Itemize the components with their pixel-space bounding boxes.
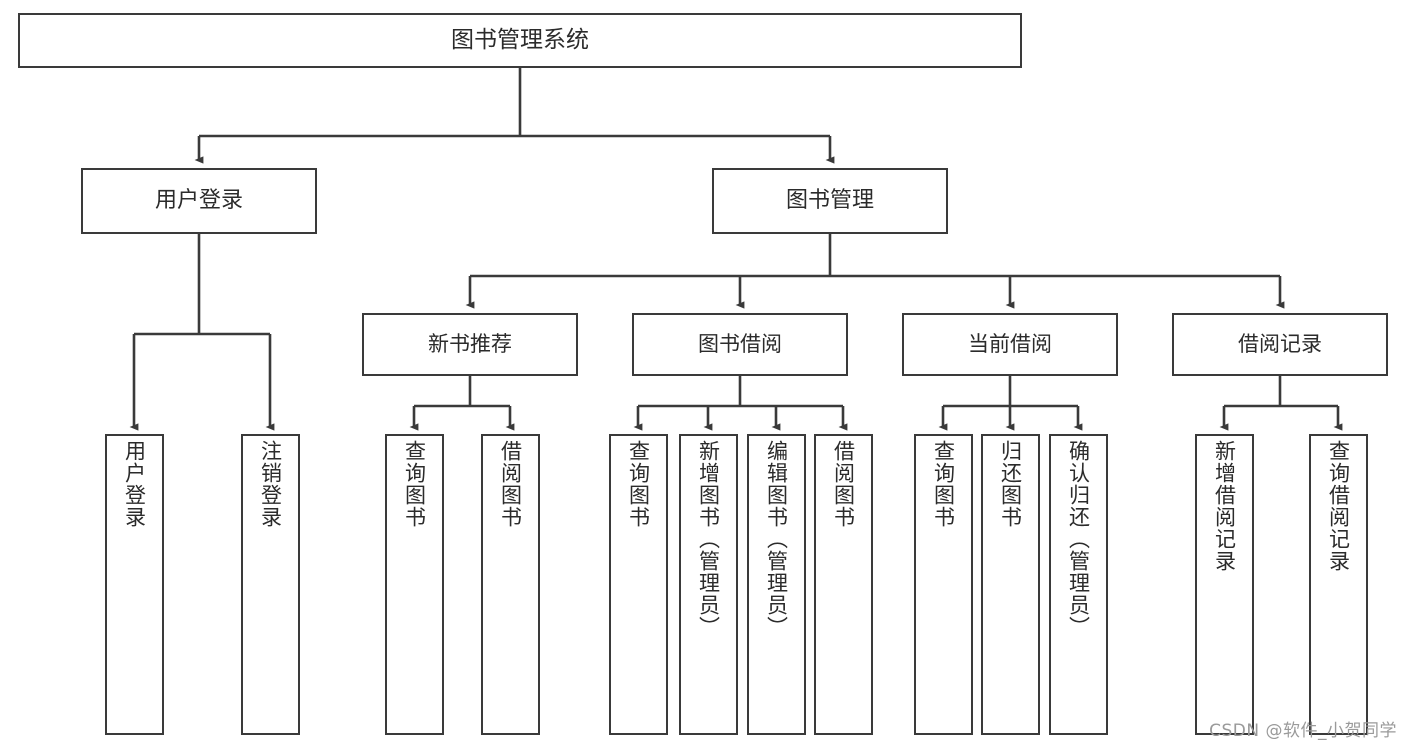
node-label: 查询图书 xyxy=(626,440,651,528)
leaf-edit-book[interactable]: 编辑图书（管理员） xyxy=(747,434,806,735)
leaf-query-book-current[interactable]: 查询图书 xyxy=(914,434,973,735)
node-user-login[interactable]: 用户登录 xyxy=(81,168,317,234)
leaf-confirm-return[interactable]: 确认归还（管理员） xyxy=(1049,434,1108,735)
node-label: 图书借阅 xyxy=(698,332,782,357)
node-label: 编辑图书（管理员） xyxy=(764,440,789,638)
node-label: 借阅记录 xyxy=(1238,332,1322,357)
node-new-book-recommend[interactable]: 新书推荐 xyxy=(362,313,578,376)
watermark-text: CSDN @软件_小贺同学 xyxy=(1209,721,1397,741)
leaf-add-book[interactable]: 新增图书（管理员） xyxy=(679,434,738,735)
node-borrow-record[interactable]: 借阅记录 xyxy=(1172,313,1388,376)
node-book-management[interactable]: 图书管理 xyxy=(712,168,948,234)
node-root-system[interactable]: 图书管理系统 xyxy=(18,13,1022,68)
node-label: 图书管理 xyxy=(785,188,874,214)
leaf-borrow-book-recommend[interactable]: 借阅图书 xyxy=(481,434,540,735)
node-label: 查询图书 xyxy=(931,440,956,528)
node-label: 借阅图书 xyxy=(498,440,523,528)
node-label: 注销登录 xyxy=(258,440,283,528)
leaf-add-borrow-record[interactable]: 新增借阅记录 xyxy=(1195,434,1254,735)
node-label: 用户登录 xyxy=(122,440,147,528)
leaf-query-book-borrow[interactable]: 查询图书 xyxy=(609,434,668,735)
node-label: 用户登录 xyxy=(154,188,243,214)
node-label: 借阅图书 xyxy=(831,440,856,528)
leaf-logout[interactable]: 注销登录 xyxy=(241,434,300,735)
node-label: 新增借阅记录 xyxy=(1212,440,1237,572)
node-label: 确认归还（管理员） xyxy=(1066,440,1091,638)
node-label: 查询图书 xyxy=(402,440,427,528)
node-current-borrow[interactable]: 当前借阅 xyxy=(902,313,1118,376)
leaf-return-book[interactable]: 归还图书 xyxy=(981,434,1040,735)
node-label: 归还图书 xyxy=(998,440,1023,528)
leaf-query-borrow-record[interactable]: 查询借阅记录 xyxy=(1309,434,1368,735)
node-label: 查询借阅记录 xyxy=(1326,440,1351,572)
node-label: 当前借阅 xyxy=(968,332,1052,357)
node-label: 新增图书（管理员） xyxy=(696,440,721,638)
node-label: 新书推荐 xyxy=(428,332,512,357)
leaf-query-book-recommend[interactable]: 查询图书 xyxy=(385,434,444,735)
node-book-borrow[interactable]: 图书借阅 xyxy=(632,313,848,376)
leaf-borrow-book[interactable]: 借阅图书 xyxy=(814,434,873,735)
leaf-user-login[interactable]: 用户登录 xyxy=(105,434,164,735)
node-label: 图书管理系统 xyxy=(451,26,589,53)
